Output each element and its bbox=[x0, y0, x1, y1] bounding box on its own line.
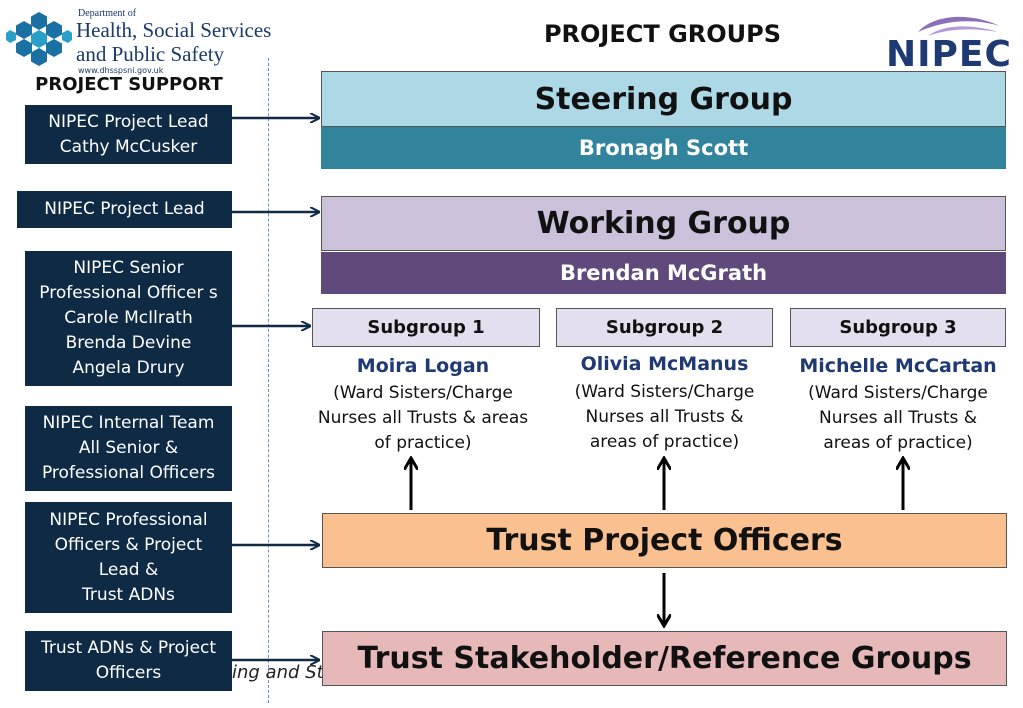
divider-line bbox=[268, 58, 269, 703]
dept-name-line2: and Public Safety bbox=[76, 42, 225, 66]
support-box-text: NIPEC Internal Team All Senior & Profess… bbox=[41, 413, 216, 483]
dept-small-text: Department of bbox=[78, 8, 137, 19]
steering-group-box: Steering Group bbox=[321, 71, 1006, 127]
trust-project-officers-box: Trust Project Officers bbox=[322, 513, 1007, 568]
working-group-lead: Brendan McGrath bbox=[321, 252, 1006, 294]
subgroup-2-desc: (Ward Sisters/Charge Nurses all Trusts &… bbox=[574, 382, 755, 452]
trust-stakeholder-box: Trust Stakeholder/Reference Groups bbox=[322, 631, 1007, 686]
support-box-6: Trust ADNs & Project Officers bbox=[25, 631, 232, 691]
subgroup-1-box: Subgroup 1 bbox=[312, 308, 540, 347]
subgroup-3-lead: Michelle McCartan bbox=[799, 355, 997, 377]
support-box-text: Trust ADNs & Project Officers bbox=[40, 638, 217, 683]
subgroup-3-desc: (Ward Sisters/Charge Nurses all Trusts &… bbox=[808, 383, 988, 453]
support-box-3: NIPEC Senior Professional Officer s Caro… bbox=[25, 251, 232, 386]
steering-group-lead: Bronagh Scott bbox=[321, 127, 1006, 169]
subgroup-3-box: Subgroup 3 bbox=[790, 308, 1006, 347]
dept-url: www.dhsspsni.gov.uk bbox=[78, 66, 164, 75]
subgroup-2-lead: Olivia McManus bbox=[580, 353, 749, 375]
support-box-5: NIPEC Professional Officers & Project Le… bbox=[25, 502, 232, 613]
support-box-text: NIPEC Project Lead bbox=[44, 199, 205, 219]
swoosh-icon bbox=[918, 16, 1000, 36]
page-title: PROJECT GROUPS bbox=[543, 20, 782, 48]
support-box-text: NIPEC Professional Officers & Project Le… bbox=[49, 509, 208, 605]
project-support-heading: PROJECT SUPPORT bbox=[35, 74, 223, 95]
subgroup-1-desc: (Ward Sisters/Charge Nurses all Trusts &… bbox=[317, 383, 529, 453]
support-box-4: NIPEC Internal Team All Senior & Profess… bbox=[25, 406, 232, 491]
nipec-logo: NIPEC bbox=[884, 10, 1014, 75]
subgroup-1-lead: Moira Logan bbox=[356, 355, 490, 377]
dhssps-logo: Department of Health, Social Services an… bbox=[6, 6, 291, 78]
support-box-text: NIPEC Senior Professional Officer s Caro… bbox=[39, 258, 218, 378]
support-box-text: NIPEC Project Lead Cathy McCusker bbox=[48, 111, 209, 157]
footer-fragment: ing and St bbox=[232, 662, 324, 683]
nipec-brand-text: NIPEC bbox=[886, 34, 1012, 75]
subgroup-2-box: Subgroup 2 bbox=[556, 308, 773, 347]
dept-name-line1: Health, Social Services bbox=[76, 18, 272, 42]
working-group-box: Working Group bbox=[321, 196, 1006, 251]
hexagon-cluster-icon bbox=[6, 12, 72, 66]
support-box-2: NIPEC Project Lead bbox=[17, 191, 232, 228]
support-box-1: NIPEC Project Lead Cathy McCusker bbox=[25, 105, 232, 164]
